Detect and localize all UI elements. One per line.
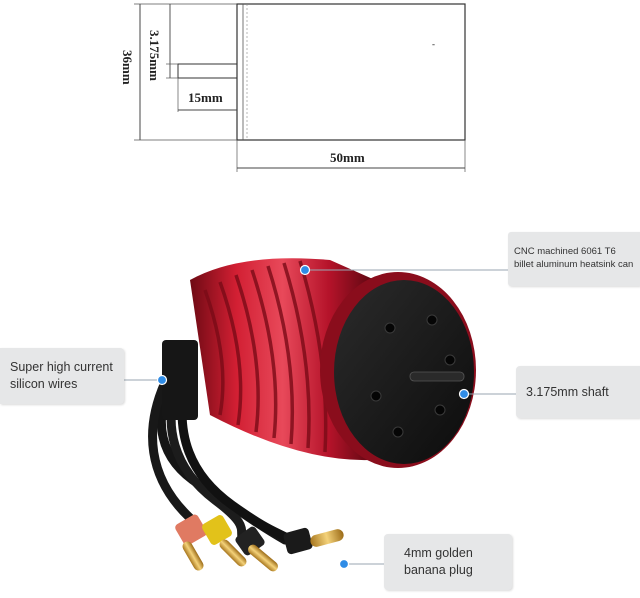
wire-clamp	[162, 340, 198, 420]
callout-plug-line2: banana plug	[404, 563, 473, 577]
motor-end-face	[334, 280, 474, 464]
body-diameter-label: 36mm	[120, 50, 135, 85]
motor-product-photo	[124, 258, 516, 572]
shaft-length-label: 15mm	[188, 90, 223, 105]
shaft-outline	[177, 63, 238, 79]
callout-wires: Super high current silicon wires	[0, 348, 124, 404]
shaft-diameter-label: 3.175mm	[147, 30, 162, 81]
callout-wires-line1: Super high current	[10, 360, 113, 375]
callout-shaft: 3.175mm shaft	[516, 366, 640, 418]
body-length-label: 50mm	[330, 150, 365, 165]
callout-leader-lines	[124, 269, 516, 565]
motor-body-outline	[236, 3, 466, 141]
callout-heatsink-line2: billet aluminum heatsink can	[514, 259, 634, 270]
banana-plugs	[175, 514, 344, 572]
callout-plug-line1: 4mm golden	[404, 546, 473, 561]
heatsink-pointer-dot	[299, 264, 311, 276]
callout-shaft-line1: 3.175mm shaft	[526, 384, 609, 399]
callout-heatsink: CNC machined 6061 T6 billet aluminum hea…	[508, 232, 640, 286]
callout-wires-line2: silicon wires	[10, 377, 78, 391]
plug-pointer-dot	[338, 558, 350, 570]
callout-plug: 4mm golden banana plug	[384, 534, 512, 590]
dimension-drawing: - 3.175mm 36mm 15mm 50mm	[120, 3, 466, 172]
shaft-pointer-dot	[458, 388, 470, 400]
wires-pointer-dot	[156, 374, 168, 386]
svg-text:-: -	[432, 39, 435, 49]
motor-shaft	[409, 371, 465, 382]
callout-heatsink-line1: CNC machined 6061 T6	[514, 246, 616, 258]
motor-can	[190, 258, 476, 468]
